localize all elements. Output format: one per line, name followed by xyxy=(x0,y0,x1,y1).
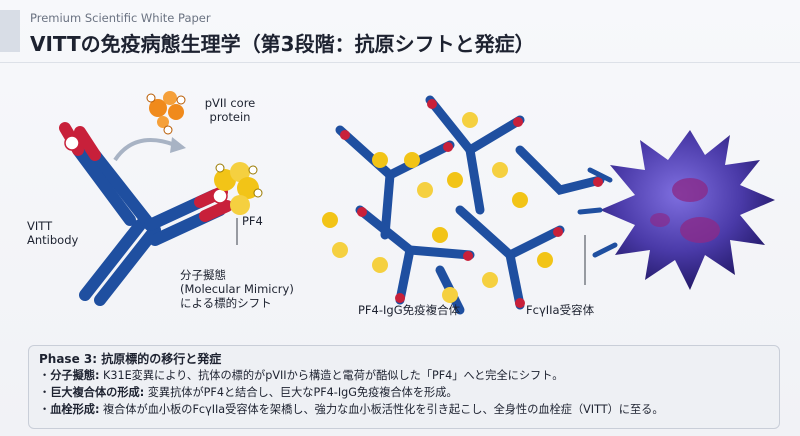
page-title: VITTの免疫病態生理学（第3段階：抗原シフトと発症） xyxy=(30,32,535,56)
bullet-complex: ・巨大複合体の形成: 変異抗体がPF4と結合し、巨大なPF4-IgG免疫複合体を… xyxy=(39,386,458,399)
receptor-label: FcγIIa受容体 xyxy=(526,303,595,317)
shift-arrow xyxy=(113,138,176,162)
phase-summary-panel: Phase 3: 抗原標的の移行と発症 ・分子擬態: K31E変異により、抗体の… xyxy=(28,345,780,429)
header-divider xyxy=(0,62,800,63)
kicker: Premium Scientific White Paper xyxy=(30,11,211,25)
bullet-mimicry: ・分子擬態: K31E変異により、抗体の標的がpVIIから構造と電荷が酷似した「… xyxy=(39,369,564,382)
bullet-term: 分子擬態: xyxy=(50,369,100,382)
bullet-thrombosis: ・血栓形成: 複合体が血小板のFcγIIa受容体を架橋し、強力な血小板活性化を引… xyxy=(39,403,664,416)
bullet-term: 血栓形成: xyxy=(50,403,100,416)
bullet-text: 変異抗体がPF4と結合し、巨大なPF4-IgG免疫複合体を形成。 xyxy=(144,386,458,399)
vitt-antibody-icon xyxy=(59,122,233,306)
pvii-protein-icon xyxy=(146,91,186,135)
vitt-antibody-label: VITT Antibody xyxy=(27,219,79,247)
pvii-label: pVII core protein xyxy=(204,96,256,124)
pf4-label: PF4 xyxy=(242,214,263,228)
shift-arrow-head xyxy=(170,137,186,153)
bullet-text: 複合体が血小板のFcγIIa受容体を架橋し、強力な血小板活性化を引き起こし、全身… xyxy=(99,403,664,416)
header-accent xyxy=(0,10,20,52)
platelet-icon xyxy=(577,130,775,290)
bullet-text: K31E変異により、抗体の標的がpVIIから構造と電荷が酷似した「PF4」へと完… xyxy=(99,369,564,382)
diagram-illustration xyxy=(59,91,775,315)
complex-label: PF4-IgG免疫複合体 xyxy=(358,303,461,317)
phase-title: Phase 3: 抗原標的の移行と発症 xyxy=(39,352,222,366)
immune-complex-icon xyxy=(322,95,605,315)
bullet-term: 巨大複合体の形成: xyxy=(50,386,145,399)
pf4-icon xyxy=(214,162,263,215)
mimicry-label: 分子擬態 (Molecular Mimicry) による標的シフト xyxy=(180,268,294,310)
